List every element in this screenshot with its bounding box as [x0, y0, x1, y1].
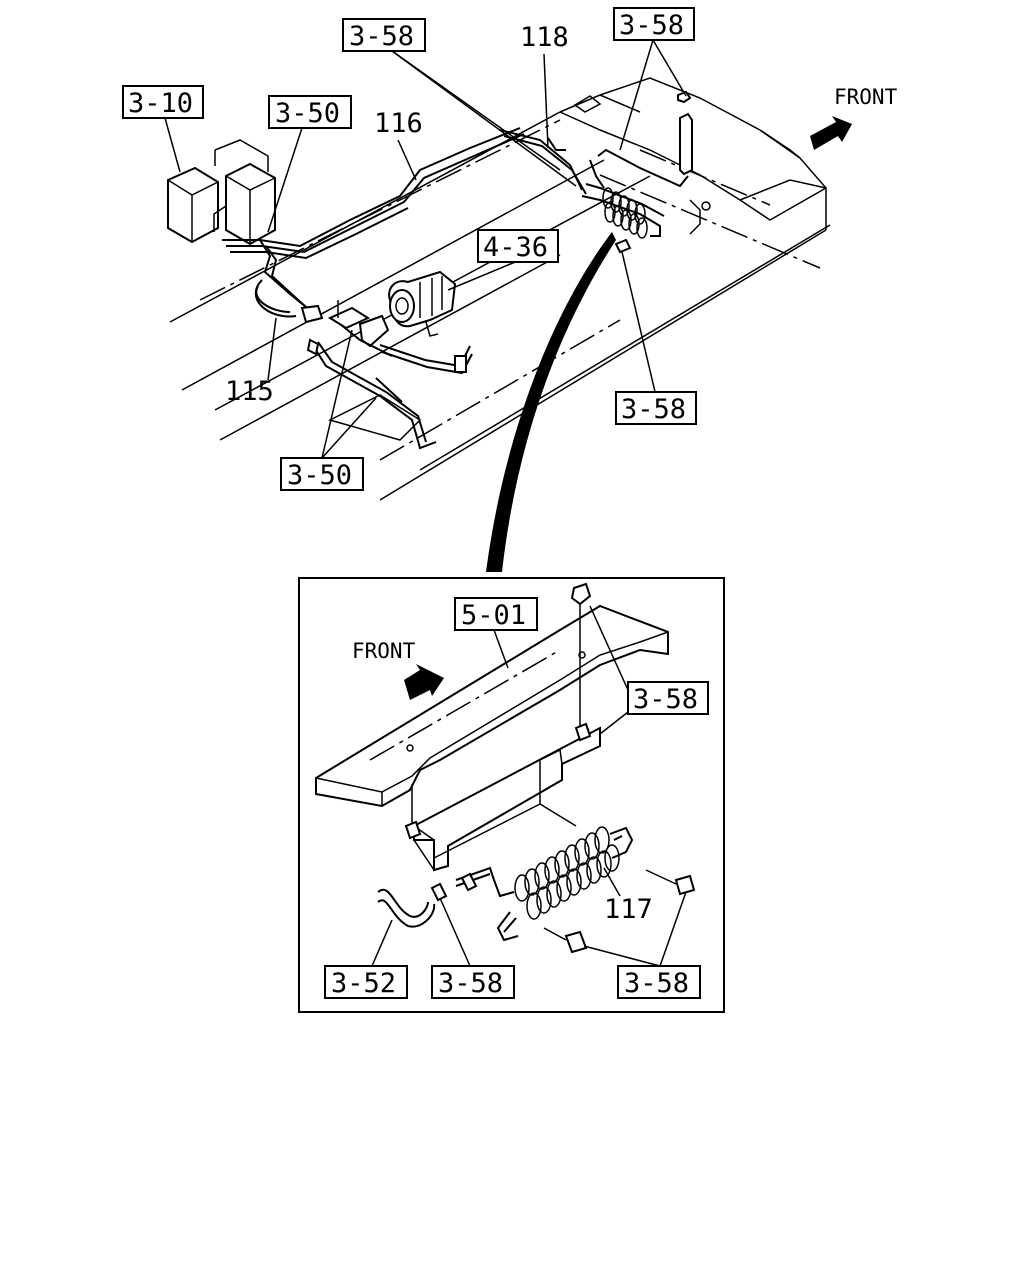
- part-number-118: 118: [520, 22, 569, 53]
- svg-text:3-58: 3-58: [349, 21, 414, 52]
- svg-text:3-58: 3-58: [633, 684, 698, 715]
- top-ref-label-4-36: 4-36: [477, 229, 559, 263]
- front-arrow-top: FRONT: [810, 85, 898, 150]
- hose-lines: [222, 127, 587, 324]
- chassis-frame: [169, 77, 831, 501]
- pipe-brackets: [306, 300, 437, 450]
- svg-text:3-58: 3-58: [621, 394, 686, 425]
- top-ref-label-3-58-a: 3-58: [342, 18, 426, 52]
- front-arrow-detail: FRONT: [352, 639, 444, 700]
- front-label-detail: FRONT: [352, 639, 416, 663]
- svg-text:5-01: 5-01: [461, 600, 526, 631]
- svg-text:3-58: 3-58: [619, 10, 684, 41]
- detail-pointer: [486, 232, 616, 572]
- top-ref-label-3-10: 3-10: [122, 85, 204, 119]
- svg-text:3-50: 3-50: [275, 98, 340, 129]
- svg-text:3-50: 3-50: [287, 460, 352, 491]
- top-ref-label-3-50-b: 3-50: [280, 457, 364, 491]
- top-ref-label-3-58-c: 3-58: [615, 391, 697, 425]
- front-label-top: FRONT: [834, 85, 898, 109]
- svg-text:3-52: 3-52: [331, 968, 396, 999]
- detail-hose: [377, 888, 436, 928]
- battery-boxes: [167, 139, 276, 246]
- svg-text:4-36: 4-36: [483, 232, 548, 263]
- detail-bracket: [404, 582, 601, 872]
- detail-frame: [298, 577, 725, 1013]
- detail-ref-label-3-58-c: 3-58: [617, 965, 701, 999]
- detail-leaders: [371, 605, 687, 967]
- steering-pump: [379, 270, 473, 375]
- oil-cooler-top: [581, 90, 711, 254]
- detail-bolts: [460, 869, 696, 954]
- detail-ref-label-3-52: 3-52: [324, 965, 408, 999]
- top-leaders: [164, 39, 687, 459]
- svg-text:3-58: 3-58: [624, 968, 689, 999]
- top-ref-label-3-50-a: 3-50: [268, 95, 352, 129]
- part-number-117: 117: [604, 894, 653, 925]
- cooler-fins-top: [602, 187, 648, 239]
- detail-ref-label-3-58-b: 3-58: [431, 965, 515, 999]
- detail-ref-label-3-58-a: 3-58: [627, 681, 709, 715]
- detail-oil-cooler: [455, 826, 634, 942]
- svg-text:3-58: 3-58: [438, 968, 503, 999]
- detail-clip: [430, 882, 448, 902]
- part-number-116: 116: [374, 108, 423, 139]
- cooler-fins-detail: [514, 826, 620, 920]
- detail-ref-label-5-01: 5-01: [454, 597, 538, 631]
- top-ref-label-3-58-b: 3-58: [613, 7, 695, 41]
- svg-text:3-10: 3-10: [128, 88, 193, 119]
- part-number-115: 115: [225, 376, 274, 407]
- detail-frame-rail: [315, 604, 669, 808]
